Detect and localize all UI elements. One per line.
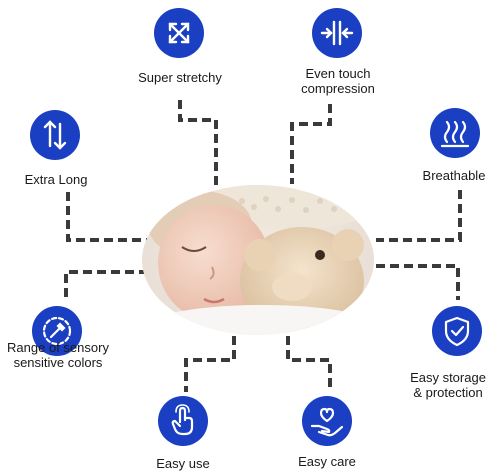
up-down-arrows-icon	[30, 110, 80, 160]
eyedropper-icon	[32, 306, 82, 356]
feature-label-super-stretchy: Super stretchy	[138, 70, 222, 85]
feature-label-easy-use: Easy use	[156, 456, 210, 471]
airflow-icon	[430, 108, 480, 158]
feature-label-easy-storage: Easy storage & protection	[410, 370, 486, 400]
shield-check-icon	[432, 306, 482, 356]
connector-super-stretchy	[178, 100, 218, 188]
feature-label-even-touch-compression: Even touch compression	[301, 66, 375, 96]
feature-label-extra-long: Extra Long	[24, 172, 88, 187]
connector-easy-care	[286, 336, 332, 392]
connector-sensory	[64, 270, 148, 300]
tap-hand-icon	[158, 396, 208, 446]
connector-even-touch	[290, 104, 332, 184]
connector-easy-use	[184, 336, 236, 392]
connector-storage	[376, 264, 460, 300]
feature-label-sensory: Range of sensory sensitive colors	[7, 340, 109, 370]
child-with-teddy-photo	[142, 185, 374, 335]
compression-arrows-icon	[312, 8, 362, 58]
feature-label-breathable: Breathable	[422, 168, 486, 183]
diagonal-arrows-icon	[154, 8, 204, 58]
hand-heart-icon	[302, 396, 352, 446]
connector-breathable	[376, 190, 462, 242]
connector-extra-long	[66, 192, 148, 242]
feature-label-easy-care: Easy care	[298, 454, 356, 469]
